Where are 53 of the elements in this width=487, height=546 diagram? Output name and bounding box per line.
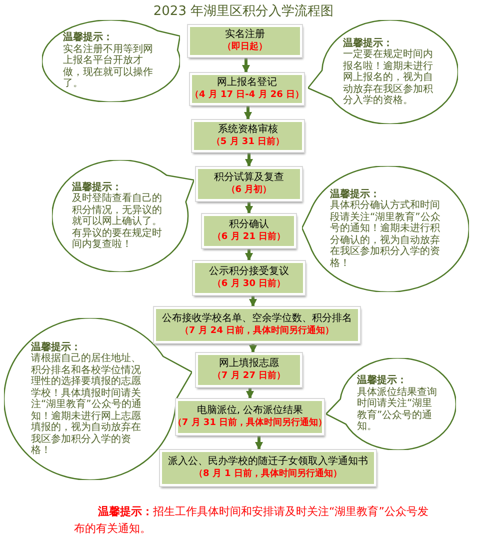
step-date: （4 月 17 日-4 月 26 日） — [190, 90, 304, 101]
arrow — [255, 436, 263, 450]
arrow — [249, 296, 257, 307]
process-box — [192, 120, 304, 152]
step-date: （6 月初） — [226, 184, 272, 196]
step-date: （6 月 30 日前） — [212, 278, 286, 290]
step-date: （5 月 31 日前） — [211, 136, 285, 148]
step-date: （即日起） — [222, 42, 268, 53]
arrow — [245, 153, 253, 167]
step-title: 派入公、民办学校的随迁子女领取入学通知书 — [168, 456, 368, 468]
process-box — [176, 399, 324, 435]
arrow — [242, 58, 250, 73]
tip-text: 具体派位结果查询时间请关注“湖里教育”公众号的通知。 — [357, 386, 438, 433]
process-box — [196, 353, 302, 387]
step-title: 电脑派位, 公布派位结果 — [196, 405, 304, 417]
footer-note: 温馨提示：招生工作具体时间和安排请及时关注“湖里教育”公众号发布的有关通知。 — [74, 504, 430, 538]
arrow — [246, 388, 254, 399]
step-title: 网上填报志愿 — [219, 358, 279, 370]
arrow — [245, 202, 253, 214]
tip-text: 具体积分确认方式和时间段请关注“湖里教育”公众号的通知！逾期未进行积分确认的，视为自动放弃在我区参加积分入学的资格！ — [330, 200, 442, 270]
process-box — [190, 73, 304, 105]
process-box — [160, 450, 376, 486]
arrow — [249, 344, 257, 353]
step-title: 积分确认 — [229, 219, 269, 232]
tip-heading: 温馨提示： — [63, 32, 114, 44]
step-title: 网上报名登记 — [217, 77, 277, 90]
tip-text: 及时登陆查看自己的积分情况，无异议的就可以网上确认了。有异议的要在规定时间内复查啦！ — [72, 193, 163, 250]
tip-heading: 温馨提示： — [343, 38, 394, 48]
tip-heading: 温馨提示： — [357, 375, 408, 386]
process-box — [154, 307, 360, 343]
arrow — [244, 106, 252, 120]
tip-heading: 温馨提示： — [330, 188, 381, 200]
step-date: （6 月 21 日前） — [212, 232, 286, 243]
tip-text: 请根据自己的居住地址、积分排名和各校学位情况理性的选择要填报的志愿学校！具体填报时间请关注“湖里教育”公众号的通知！逾期未进行网上志愿填报的，视为自动放弃在我区参加积分入学的资格！ — [31, 353, 142, 456]
step-date: （7 月 24 日前，具体时间另行通知） — [180, 326, 334, 337]
process-box — [188, 25, 302, 57]
step-title: 实名注册 — [225, 29, 265, 42]
process-box — [193, 261, 305, 295]
process-box — [202, 214, 296, 248]
tip-heading: 温馨提示： — [31, 342, 82, 352]
step-title: 系统资格审核 — [218, 124, 278, 136]
step-title: 公布接收学校名单、空余学位数、积分排名 — [162, 313, 352, 325]
tip-text: 实名注册不用等到网上报名平台开放才做，现在就可以操作了。 — [63, 44, 154, 90]
tip-text: 一定要在规定时间内报名啦！逾期未进行网上报名的，视为自动放弃在我区参加积分入学的资格。 — [343, 49, 434, 106]
process-box — [196, 167, 302, 201]
step-date: （8 月 1 日前，具体时间另行通知） — [194, 468, 342, 480]
tip-heading: 温馨提示： — [72, 182, 123, 192]
step-title: 积分试算及复查 — [214, 172, 284, 184]
step-title: 公示积分接受复议 — [209, 266, 289, 278]
arrow — [245, 249, 253, 261]
step-date: （7 月 31 日前，具体时间另行通知） — [172, 418, 328, 429]
diagram-title: 2023 年湖里区积分入学流程图 — [152, 3, 335, 21]
step-date: （7 月 27 日前） — [212, 370, 286, 382]
